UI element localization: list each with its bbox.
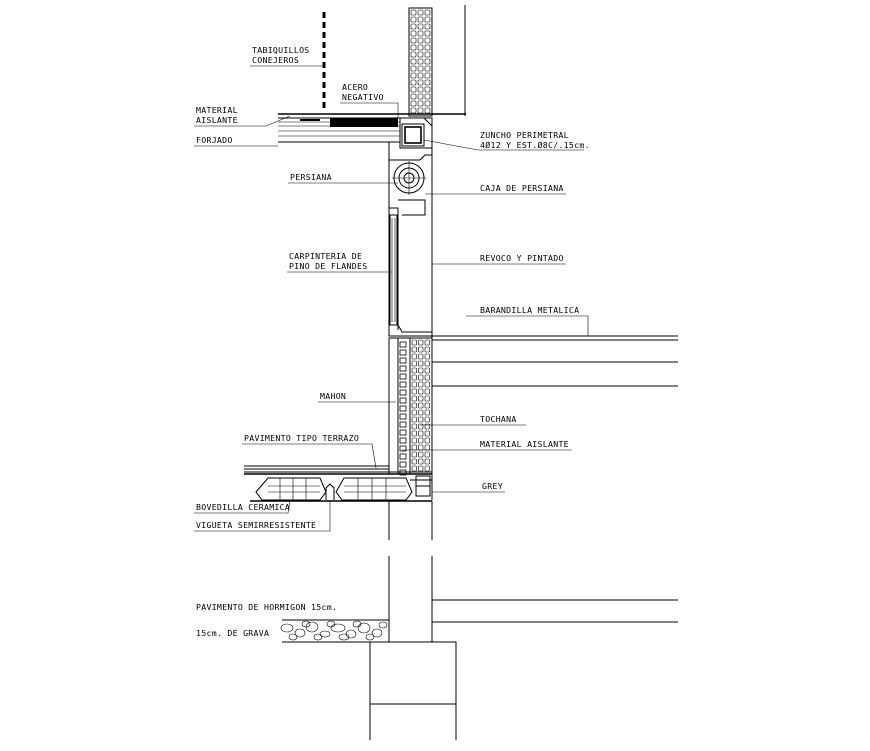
label-tabiquillos: TABIQUILLOS CONEJEROS [250,45,324,67]
foundation-wall [280,501,678,740]
label-carpinteria: CARPINTERIA DE PINO DE FLANDES [287,251,392,273]
svg-text:VIGUETA SEMIRRESISTENTE: VIGUETA SEMIRRESISTENTE [196,520,316,530]
svg-text:MATERIAL: MATERIAL [196,105,238,115]
svg-text:CAJA DE PERSIANA: CAJA DE PERSIANA [480,183,564,193]
label-zuncho: ZUNCHO PERIMETRAL 4Ø12 Y EST.Ø8C/.15cm. [423,130,590,151]
svg-text:15cm. DE GRAVA: 15cm. DE GRAVA [196,628,269,638]
svg-text:MATERIAL AISLANTE: MATERIAL AISLANTE [480,439,569,449]
label-mahon: MAHON [318,391,396,403]
svg-text:PAVIMENTO DE HORMIGON 15cm.: PAVIMENTO DE HORMIGON 15cm. [196,602,337,612]
label-grey: GREY [432,481,505,493]
label-pavimento-hormigon: PAVIMENTO DE HORMIGON 15cm. [196,602,337,612]
label-persiana: PERSIANA [288,172,398,184]
svg-text:NEGATIVO: NEGATIVO [342,92,384,102]
label-tochana: TOCHANA [420,414,526,426]
svg-text:FORJADO: FORJADO [196,135,233,145]
svg-text:REVOCO Y PINTADO: REVOCO Y PINTADO [480,253,564,263]
label-barandilla: BARANDILLA METALICA [466,305,589,336]
svg-text:GREY: GREY [482,481,503,491]
svg-text:TOCHANA: TOCHANA [480,414,517,424]
label-acero: ACERO NEGATIVO [340,82,399,118]
label-grava: 15cm. DE GRAVA [196,628,269,638]
svg-text:BOVEDILLA CERAMICA: BOVEDILLA CERAMICA [196,502,290,512]
label-forjado: FORJADO [194,135,278,147]
label-bovedilla: BOVEDILLA CERAMICA [194,499,291,514]
svg-text:AISLANTE: AISLANTE [196,115,238,125]
label-material-aislante-top: MATERIAL AISLANTE [194,105,291,127]
svg-text:4Ø12 Y EST.Ø8C/.15cm.: 4Ø12 Y EST.Ø8C/.15cm. [480,140,590,150]
label-pavimento-terrazo: PAVIMENTO TIPO TERRAZO [242,433,377,469]
upper-brick-wall [408,5,466,117]
svg-text:MAHON: MAHON [320,391,346,401]
svg-text:TABIQUILLOS: TABIQUILLOS [252,45,310,55]
svg-text:BARANDILLA METALICA: BARANDILLA METALICA [480,305,579,315]
svg-text:PERSIANA: PERSIANA [290,172,332,182]
barandilla-lines [432,335,678,387]
label-caja-persiana: CAJA DE PERSIANA [425,183,566,195]
svg-text:CARPINTERIA DE: CARPINTERIA DE [289,251,362,261]
upper-slab [278,113,466,149]
label-vigueta: VIGUETA SEMIRRESISTENTE [194,500,331,532]
label-revoco: REVOCO Y PINTADO [432,253,566,265]
svg-text:PINO DE FLANDES: PINO DE FLANDES [289,261,367,271]
label-material-aislante-bottom: MATERIAL AISLANTE [402,439,572,451]
lower-slab [244,465,432,502]
svg-text:PAVIMENTO TIPO TERRAZO: PAVIMENTO TIPO TERRAZO [244,433,359,443]
lower-wall [388,337,433,476]
window-frame [388,207,435,337]
svg-text:ZUNCHO PERIMETRAL: ZUNCHO PERIMETRAL [480,130,569,140]
persiana-box [388,142,433,330]
svg-text:CONEJEROS: CONEJEROS [252,55,299,65]
svg-text:ACERO: ACERO [342,82,368,92]
